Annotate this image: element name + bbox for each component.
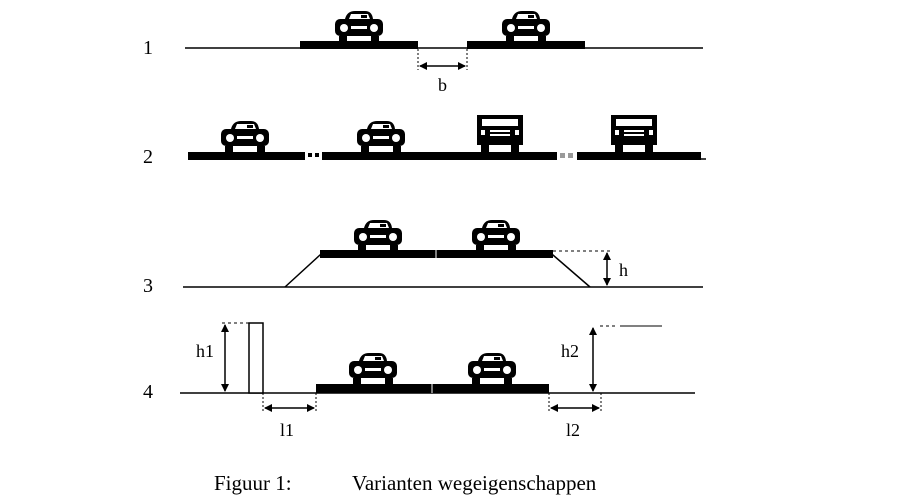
variant-1: 1 b <box>143 11 703 95</box>
road-marker-dot <box>308 153 312 157</box>
caption-text: Varianten wegeigenschappen <box>352 471 597 495</box>
variant-number: 3 <box>143 275 153 297</box>
road-surface <box>188 152 701 160</box>
variant-3: 3 h <box>143 220 703 297</box>
car-icon <box>354 220 402 251</box>
truck-icon <box>611 115 657 152</box>
road-marker-dot <box>568 153 573 158</box>
road-marker-dot <box>315 153 319 157</box>
car-icon <box>502 11 550 42</box>
car-icon <box>357 121 405 152</box>
variant-number: 2 <box>143 146 153 168</box>
road-marker <box>305 152 322 160</box>
car-icon <box>335 11 383 42</box>
variant-4: 4 h1 l1 h2 l2 <box>143 322 695 440</box>
dimension-label-h1: h1 <box>196 341 214 361</box>
car-icon <box>472 220 520 251</box>
truck-icon <box>477 115 523 152</box>
car-icon <box>468 353 516 384</box>
variant-number: 4 <box>143 381 153 403</box>
variant-2: 2 <box>143 115 706 168</box>
figure-caption: Figuur 1: Varianten wegeigenschappen <box>214 471 597 495</box>
dimension-label-l1: l1 <box>280 420 294 440</box>
car-icon <box>349 353 397 384</box>
dimension-label-b: b <box>438 75 447 95</box>
road-surface <box>467 41 585 49</box>
caption-label: Figuur 1: <box>214 471 292 495</box>
variant-number: 1 <box>143 37 153 59</box>
embankment <box>284 254 591 288</box>
dimension-label-l2: l2 <box>566 420 580 440</box>
dimension-label-h: h <box>619 260 628 280</box>
car-icon <box>221 121 269 152</box>
road-marker-dot <box>560 153 565 158</box>
dimension-label-h2: h2 <box>561 341 579 361</box>
wall-obstacle <box>248 322 264 394</box>
road-surface <box>300 41 418 49</box>
road-marker <box>557 152 577 160</box>
